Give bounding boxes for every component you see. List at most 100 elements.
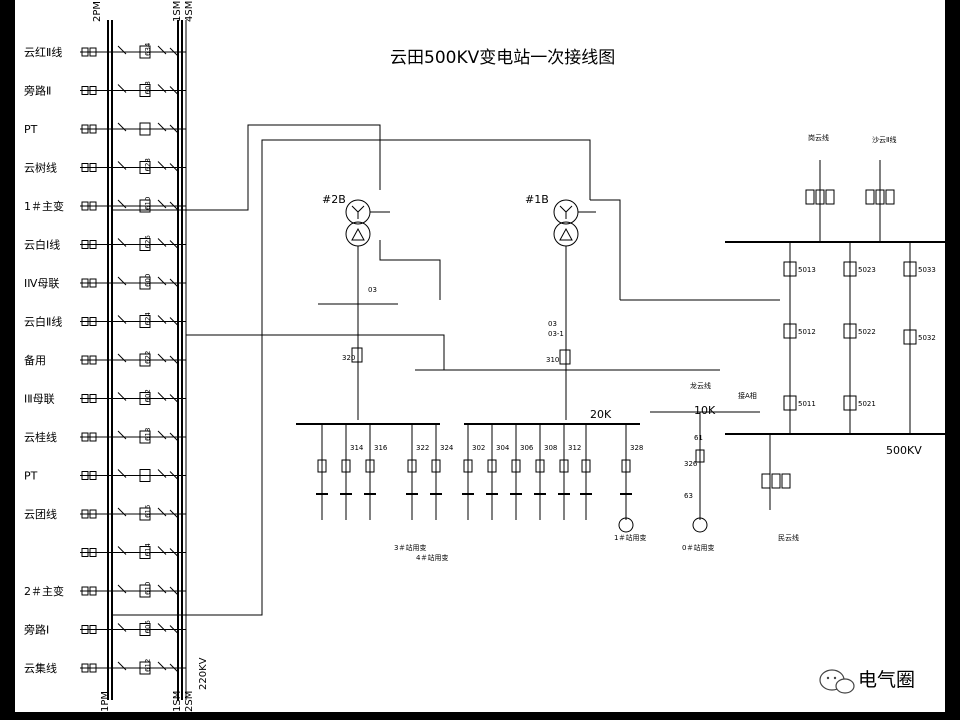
- drop-breaker: [463, 459, 473, 473]
- code-03-a: 03: [368, 286, 377, 294]
- feeder-code: 618: [144, 428, 152, 441]
- feeder-bay: 云白Ⅱ线 624: [24, 312, 186, 329]
- feeder-bay: 云白Ⅰ线 626: [24, 235, 186, 252]
- feeder-bay: ⅠⅣ母联 600: [24, 274, 186, 290]
- drop-breaker: [407, 459, 417, 473]
- feeder-name: 云白Ⅰ线: [24, 238, 60, 252]
- drop-code: 306: [520, 444, 534, 452]
- feeder-code: 634: [144, 42, 152, 56]
- station-transformer-0: [692, 517, 708, 533]
- feeder-bay: 1＃主变 610: [24, 197, 186, 213]
- feeder-code: 626: [144, 235, 152, 249]
- feeder-name: 云树线: [24, 161, 57, 175]
- feeder-code: 624: [144, 312, 152, 326]
- code-03-1: 03-1: [548, 330, 564, 338]
- drop-breaker: [581, 459, 591, 473]
- feeder-code: 602: [144, 389, 152, 402]
- bus-label-1sm-bottom: 1SM: [172, 691, 183, 712]
- drop-code: 328: [630, 444, 643, 452]
- line-minyun: 民云线: [778, 533, 799, 542]
- feeder-name: 云白Ⅱ线: [24, 315, 62, 329]
- line-longyun: 龙云线: [690, 381, 711, 390]
- feeder-name: 云桂线: [24, 430, 57, 444]
- line-gangyun: 岗云线: [808, 133, 829, 142]
- feeder-code: 622: [144, 351, 152, 364]
- feeder-name: 云集线: [24, 661, 57, 675]
- bus-label-1sm-top: 1SM: [172, 1, 183, 22]
- watermark-logo: [819, 669, 855, 694]
- feeder-bay: 614: [80, 543, 186, 559]
- bus-label-2sm: 2SM: [184, 691, 195, 712]
- feeder-bay: 云集线 612: [24, 659, 186, 675]
- breaker-5032: 5032: [918, 334, 936, 342]
- bus-label-220kv: 220KV: [198, 657, 209, 690]
- feeder-name: ⅠⅡ母联: [24, 393, 55, 406]
- drop-breaker: [341, 459, 351, 473]
- drop-breaker: [621, 459, 631, 473]
- station-transformer-1: [618, 517, 634, 533]
- breaker-5023: 5023: [858, 266, 876, 274]
- breaker-5022: 5022: [858, 328, 876, 336]
- drop-code: 324: [440, 444, 454, 452]
- drop-code: 322: [416, 444, 429, 452]
- drop-breaker: [535, 459, 545, 473]
- transformer-1b-label: #1B: [525, 193, 549, 206]
- feeder-bay: 旁路Ⅰ 606: [24, 620, 186, 637]
- code-320: 320: [342, 354, 355, 362]
- transformer-connections: [112, 124, 780, 616]
- code-03-b: 03: [548, 320, 557, 328]
- drop-breaker: [559, 459, 569, 473]
- bus-label-1pm: 1PM: [100, 691, 111, 712]
- feeder-name: 云红Ⅱ线: [24, 45, 62, 59]
- feeder-bay: 云桂线 618: [24, 428, 186, 444]
- drop-breaker: [365, 459, 375, 473]
- feeder-name: 备用: [24, 353, 46, 367]
- transformer-1b: [553, 199, 596, 420]
- labels: 云田500KV变电站一次接线图 2PM 1SM 4SM 1PM 1SM 2SM …: [92, 1, 936, 712]
- feeder-name: 1＃主变: [24, 199, 64, 213]
- code-310: 310: [546, 356, 559, 364]
- feeder-name: ⅠⅣ母联: [24, 277, 59, 290]
- line-shayun: 沙云Ⅱ线: [872, 135, 896, 144]
- label-jie-a: 接A相: [738, 391, 757, 400]
- feeder-code: 606: [144, 620, 152, 634]
- breaker-5013: 5013: [798, 266, 816, 274]
- feeder-bay: ⅠⅡ母联 602: [24, 389, 186, 406]
- feeder-code: 612: [144, 659, 152, 672]
- feeder-code: 628: [144, 158, 152, 171]
- drop-breaker: [431, 459, 441, 473]
- bus-label-2pm: 2PM: [92, 1, 103, 22]
- bus-500kv: [725, 160, 945, 510]
- feeder-code: 610: [144, 197, 152, 210]
- feeder-code: 610: [144, 582, 152, 595]
- code-326: 326: [684, 460, 698, 468]
- transformer-2b: [345, 199, 390, 420]
- feeder-name: 2＃主变: [24, 584, 64, 598]
- drop-code: 308: [544, 444, 557, 452]
- breaker-5021: 5021: [858, 400, 876, 408]
- code-63: 63: [684, 492, 693, 500]
- feeder-bay: 云树线 628: [24, 158, 186, 175]
- feeder-name: 旁路Ⅱ: [24, 84, 51, 98]
- station-service-1: 1＃站用变: [614, 533, 646, 542]
- drop-breaker: [487, 459, 497, 473]
- drop-code: 314: [350, 444, 364, 452]
- voltage-500kv: 500KV: [886, 444, 922, 457]
- feeder-name: 云团线: [24, 507, 57, 521]
- feeder-name: PT: [24, 123, 38, 136]
- feeder-bay: 备用 622: [24, 351, 186, 367]
- feeder-name: 旁路Ⅰ: [24, 623, 49, 637]
- breaker-5011: 5011: [798, 400, 816, 408]
- voltage-10k: 10K: [694, 404, 716, 417]
- feeder-code: 614: [144, 543, 152, 557]
- feeder-code: 600: [144, 274, 152, 287]
- drop-code: 312: [568, 444, 581, 452]
- feeder-bay: 云红Ⅱ线 634: [24, 42, 186, 59]
- feeder-bay: PT: [24, 469, 186, 483]
- transformer-2b-label: #2B: [322, 193, 346, 206]
